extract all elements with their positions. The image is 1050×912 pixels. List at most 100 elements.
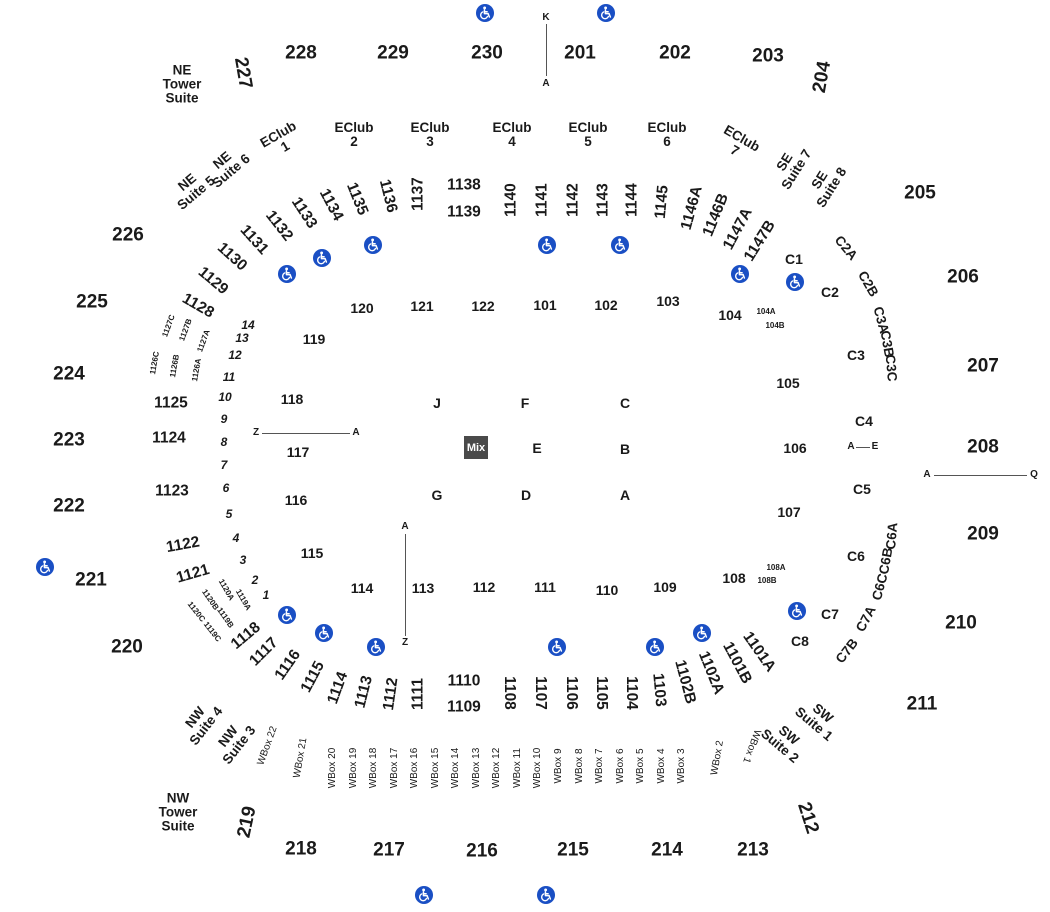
wbox-11[interactable]: WBox 11 <box>512 748 523 788</box>
section-C5[interactable]: C5 <box>853 481 871 497</box>
section-1131[interactable]: 1131 <box>236 221 272 259</box>
wbox-20[interactable]: WBox 20 <box>327 747 338 789</box>
section-110[interactable]: 110 <box>595 582 619 598</box>
eclub-3[interactable]: EClub 3 <box>410 119 450 149</box>
section-C7[interactable]: C7 <box>821 606 839 622</box>
wheelchair-icon[interactable] <box>363 235 383 255</box>
wbox-5[interactable]: WBox 5 <box>635 748 646 784</box>
section-103[interactable]: 103 <box>656 293 680 309</box>
section-207[interactable]: 207 <box>967 355 999 377</box>
wbox-14[interactable]: WBox 14 <box>450 747 461 789</box>
section-1116[interactable]: 1116 <box>271 646 305 684</box>
floor-block-c[interactable]: C <box>619 395 631 411</box>
row-10[interactable]: 10 <box>218 390 232 404</box>
section-1104[interactable]: 1104 <box>622 676 640 710</box>
section-1127A[interactable]: 1127A <box>195 328 212 354</box>
wbox-10[interactable]: WBox 10 <box>532 747 543 789</box>
wheelchair-icon[interactable] <box>536 885 556 905</box>
section-114[interactable]: 114 <box>350 580 374 596</box>
wheelchair-icon[interactable] <box>35 557 55 577</box>
wbox-3[interactable]: WBox 3 <box>676 748 687 784</box>
section-208[interactable]: 208 <box>967 436 999 458</box>
section-224[interactable]: 224 <box>53 363 85 385</box>
section-229[interactable]: 229 <box>377 42 409 64</box>
section-1119C[interactable]: 1119C <box>201 619 223 644</box>
section-1140[interactable]: 1140 <box>502 183 520 217</box>
wbox-12[interactable]: WBox 12 <box>491 747 502 789</box>
section-1135[interactable]: 1135 <box>343 180 372 218</box>
section-1109[interactable]: 1109 <box>447 698 481 716</box>
section-219[interactable]: 219 <box>233 804 261 840</box>
section-222[interactable]: 222 <box>53 495 85 517</box>
section-226[interactable]: 226 <box>112 224 144 246</box>
section-1137[interactable]: 1137 <box>409 177 427 211</box>
section-213[interactable]: 213 <box>737 839 769 861</box>
section-1126A[interactable]: 1126A <box>190 357 203 383</box>
eclub-5[interactable]: EClub 5 <box>568 119 608 149</box>
section-112[interactable]: 112 <box>472 579 496 595</box>
floor-block-a[interactable]: A <box>619 487 631 503</box>
section-1114[interactable]: 1114 <box>324 669 352 707</box>
section-1106[interactable]: 1106 <box>562 676 580 710</box>
row-6[interactable]: 6 <box>222 481 230 495</box>
section-C6A[interactable]: C6A <box>883 521 901 551</box>
section-C6C[interactable]: C6C <box>869 571 891 602</box>
section-118[interactable]: 118 <box>280 391 304 407</box>
section-115[interactable]: 115 <box>300 545 324 561</box>
wheelchair-icon[interactable] <box>366 637 386 657</box>
section-104A[interactable]: 104A <box>756 307 776 316</box>
wheelchair-icon[interactable] <box>547 637 567 657</box>
section-C2[interactable]: C2 <box>821 284 839 300</box>
row-2[interactable]: 2 <box>251 573 259 587</box>
wbox-13[interactable]: WBox 13 <box>471 747 482 789</box>
section-206[interactable]: 206 <box>947 266 979 288</box>
section-C2B[interactable]: C2B <box>854 268 882 300</box>
section-1143[interactable]: 1143 <box>594 183 612 217</box>
section-104[interactable]: 104 <box>718 307 742 323</box>
section-1115[interactable]: 1115 <box>297 658 328 696</box>
wbox-21[interactable]: WBox 21 <box>291 736 310 779</box>
section-1139[interactable]: 1139 <box>447 203 481 221</box>
section-1119B[interactable]: 1119B <box>215 605 236 630</box>
section-113[interactable]: 113 <box>411 580 435 596</box>
section-106[interactable]: 106 <box>783 440 807 456</box>
row-1[interactable]: 1 <box>262 588 270 602</box>
section-230[interactable]: 230 <box>471 42 503 64</box>
section-216[interactable]: 216 <box>466 840 498 862</box>
section-1102A[interactable]: 1102A <box>694 648 728 697</box>
section-1120A[interactable]: 1120A <box>216 577 237 603</box>
section-228[interactable]: 228 <box>285 42 317 64</box>
section-1123[interactable]: 1123 <box>155 482 189 500</box>
section-1107[interactable]: 1107 <box>531 676 549 710</box>
section-1125[interactable]: 1125 <box>154 394 188 412</box>
mix-box[interactable] <box>464 436 488 459</box>
wbox-7[interactable]: WBox 7 <box>594 748 605 784</box>
section-214[interactable]: 214 <box>651 839 683 861</box>
section-225[interactable]: 225 <box>76 291 108 313</box>
section-117[interactable]: 117 <box>286 444 310 460</box>
section-122[interactable]: 122 <box>471 298 495 314</box>
section-1121[interactable]: 1121 <box>174 560 212 587</box>
wheelchair-icon[interactable] <box>312 248 332 268</box>
section-204[interactable]: 204 <box>808 59 836 95</box>
wbox-1[interactable]: WBox 1 <box>740 727 763 765</box>
row-8[interactable]: 8 <box>220 435 228 449</box>
wbox-8[interactable]: WBox 8 <box>574 748 585 784</box>
section-1146A[interactable]: 1146A <box>677 184 706 232</box>
section-1103[interactable]: 1103 <box>649 672 670 708</box>
wbox-19[interactable]: WBox 19 <box>348 747 359 789</box>
wheelchair-icon[interactable] <box>692 623 712 643</box>
wbox-18[interactable]: WBox 18 <box>368 747 379 789</box>
row-3[interactable]: 3 <box>239 553 247 567</box>
wheelchair-icon[interactable] <box>277 605 297 625</box>
row-14[interactable]: 14 <box>241 318 255 332</box>
row-13[interactable]: 13 <box>235 331 249 345</box>
section-108[interactable]: 108 <box>722 570 746 586</box>
section-C4[interactable]: C4 <box>855 413 873 429</box>
section-1102B[interactable]: 1102B <box>671 658 700 706</box>
wheelchair-icon[interactable] <box>645 637 665 657</box>
section-111[interactable]: 111 <box>534 579 556 595</box>
section-211[interactable]: 211 <box>906 693 938 715</box>
section-218[interactable]: 218 <box>285 838 317 860</box>
wheelchair-icon[interactable] <box>596 3 616 23</box>
